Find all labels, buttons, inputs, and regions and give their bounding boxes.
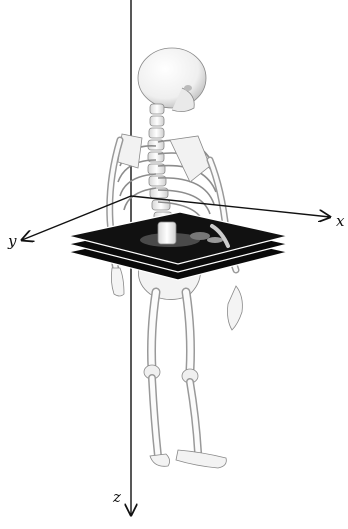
- z-axis-label: z: [113, 490, 121, 505]
- x-axis-label: x: [336, 214, 344, 229]
- y-axis-label: y: [8, 234, 16, 249]
- ct-slices: [68, 212, 288, 280]
- skull: [138, 48, 206, 108]
